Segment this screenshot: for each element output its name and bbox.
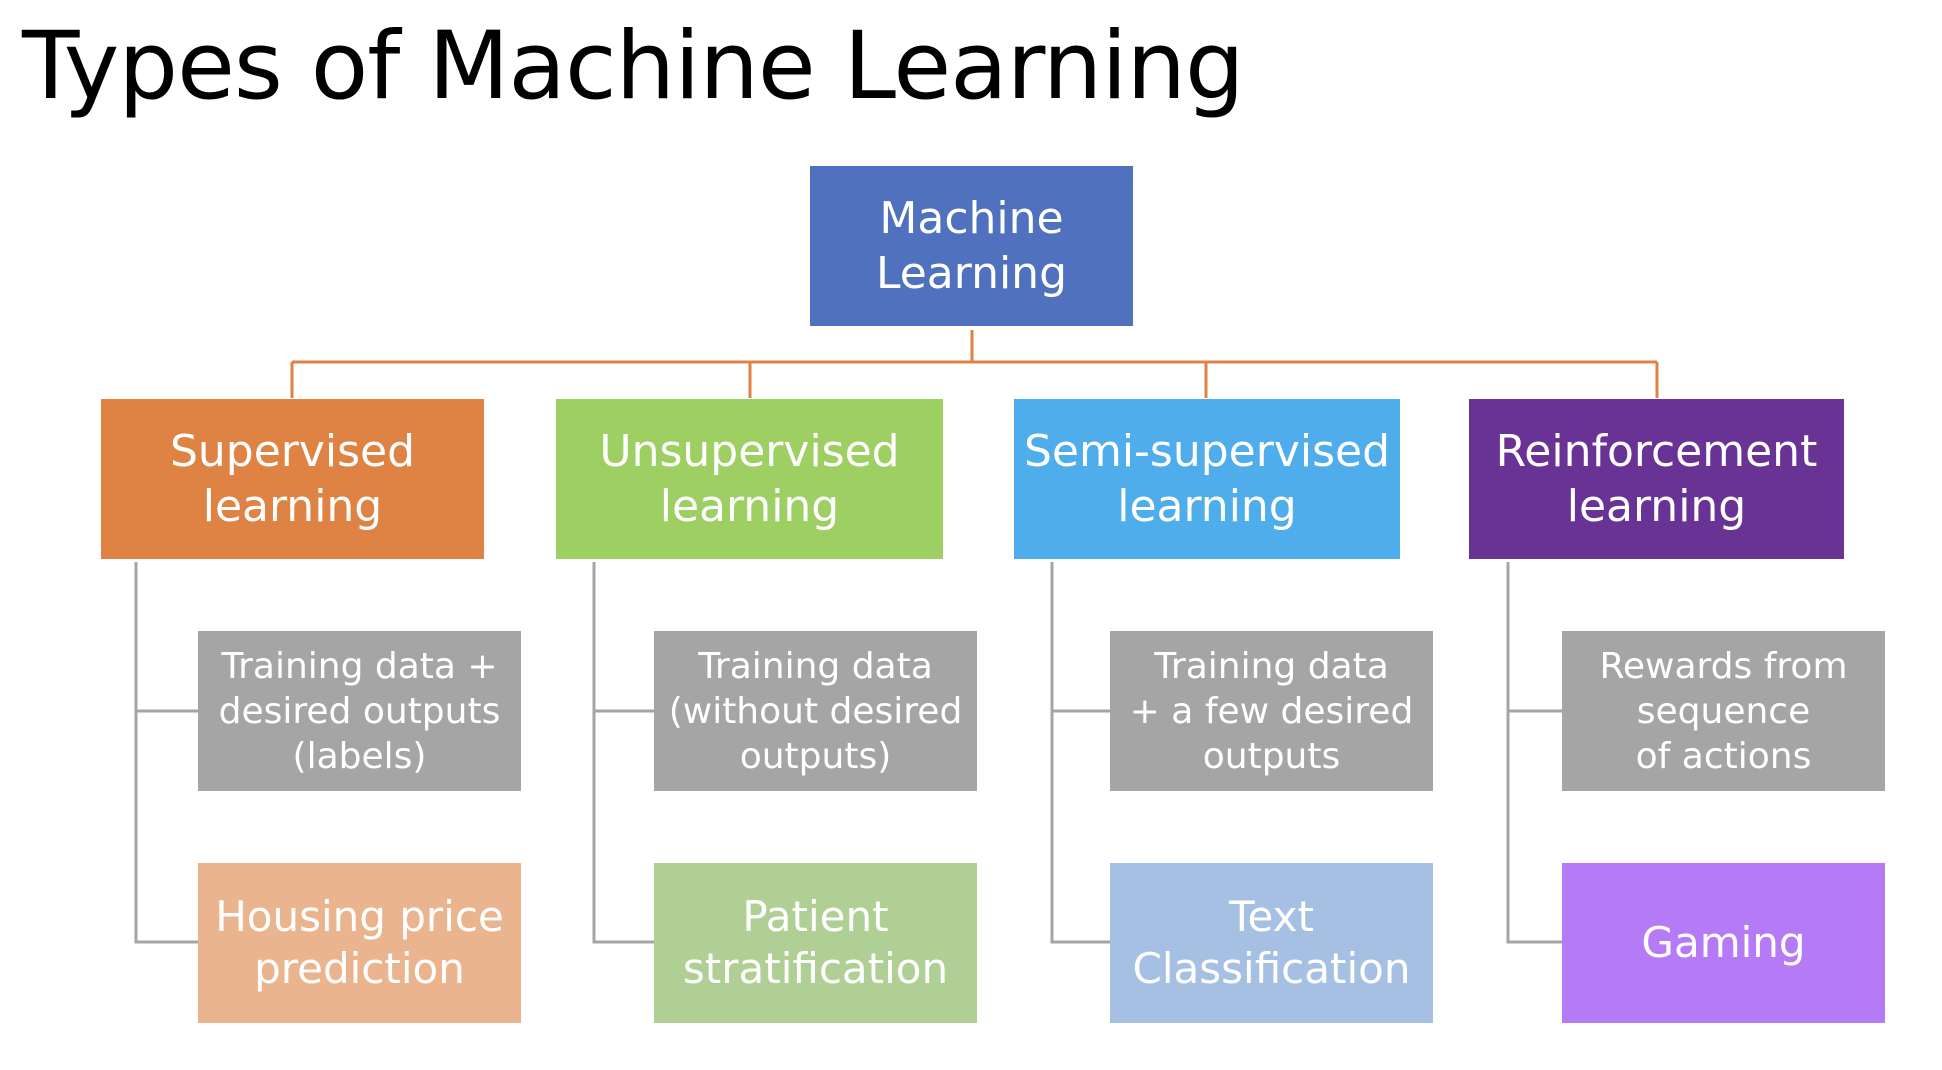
node-machine-learning-label: Machine Learning: [875, 193, 1068, 299]
example-patient-stratification: Patient stratification: [654, 863, 977, 1023]
node-semi-supervised-learning: Semi-supervised learning: [1014, 399, 1400, 559]
node-semi-supervised-learning-label: Semi-supervised learning: [1023, 426, 1391, 532]
example-text-classification: Text Classification: [1110, 863, 1433, 1023]
node-reinforcement-learning: Reinforcement learning: [1469, 399, 1844, 559]
desc-reinforcement: Rewards from sequence of actions: [1562, 631, 1885, 791]
branch-line-semi-supervised: [1050, 562, 1110, 944]
desc-semi-supervised: Training data + a few desired outputs: [1110, 631, 1433, 791]
node-machine-learning: Machine Learning: [810, 166, 1133, 326]
branch-line-reinforcement: [1506, 562, 1562, 944]
desc-unsupervised-label: Training data (without desired outputs): [668, 645, 963, 777]
branch-line-unsupervised: [592, 562, 654, 944]
example-gaming-label: Gaming: [1641, 917, 1806, 967]
desc-supervised: Training data + desired outputs (labels): [198, 631, 521, 791]
node-supervised-learning: Supervised learning: [101, 399, 484, 559]
page-title: Types of Machine Learning: [22, 12, 1245, 121]
example-housing-price-prediction: Housing price prediction: [198, 863, 521, 1023]
branch-line-supervised: [134, 562, 198, 944]
example-patient-stratification-label: Patient stratification: [682, 891, 949, 994]
example-text-classification-label: Text Classification: [1132, 891, 1411, 994]
node-reinforcement-learning-label: Reinforcement learning: [1495, 426, 1818, 532]
desc-supervised-label: Training data + desired outputs (labels): [218, 645, 501, 777]
example-gaming: Gaming: [1562, 863, 1885, 1023]
desc-unsupervised: Training data (without desired outputs): [654, 631, 977, 791]
node-supervised-learning-label: Supervised learning: [169, 426, 416, 532]
desc-semi-supervised-label: Training data + a few desired outputs: [1129, 645, 1414, 777]
desc-reinforcement-label: Rewards from sequence of actions: [1599, 645, 1848, 777]
node-unsupervised-learning-label: Unsupervised learning: [599, 426, 900, 532]
node-unsupervised-learning: Unsupervised learning: [556, 399, 943, 559]
example-housing-price-prediction-label: Housing price prediction: [215, 891, 504, 994]
